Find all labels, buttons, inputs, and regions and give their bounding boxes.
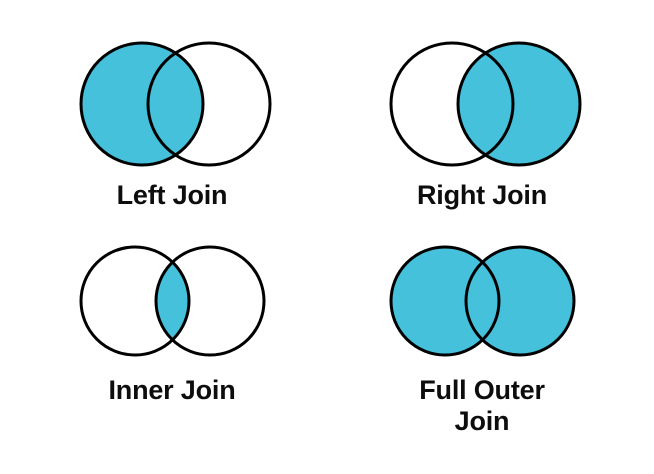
venn-diagram-right-join <box>332 38 632 170</box>
venn-intersection <box>458 43 513 165</box>
venn-diagram-inner-join <box>22 243 322 361</box>
join-label-inner-join: Inner Join <box>108 375 236 405</box>
venn-intersection <box>148 43 203 165</box>
join-label-right-join: Right Join <box>417 180 547 210</box>
venn-svg-inner-join <box>79 245 266 357</box>
join-cell-full-outer-join: Full Outer Join <box>332 243 632 438</box>
join-label-left-join: Left Join <box>116 180 228 210</box>
venn-svg-left-join <box>79 41 272 167</box>
venn-left-circle-outline <box>79 245 191 357</box>
venn-diagram-full-outer-join <box>332 243 632 361</box>
venn-left-circle-outline <box>79 41 205 167</box>
venn-right-circle-outline <box>464 245 576 357</box>
venn-right-circle-outline <box>154 245 266 357</box>
venn-svg-right-join <box>389 41 582 167</box>
venn-svg-full-outer-join <box>389 245 576 357</box>
venn-left-circle-outline <box>389 41 515 167</box>
venn-left-circle-outline <box>389 245 501 357</box>
join-cell-left-join: Left Join <box>22 38 322 211</box>
join-cell-inner-join: Inner Join <box>22 243 322 406</box>
join-cell-right-join: Right Join <box>332 38 632 211</box>
join-label-full-outer-join: Full Outer Join <box>419 375 545 437</box>
venn-right-circle-outline <box>146 41 272 167</box>
venn-diagram-left-join <box>22 38 322 170</box>
venn-right-circle-outline <box>456 41 582 167</box>
